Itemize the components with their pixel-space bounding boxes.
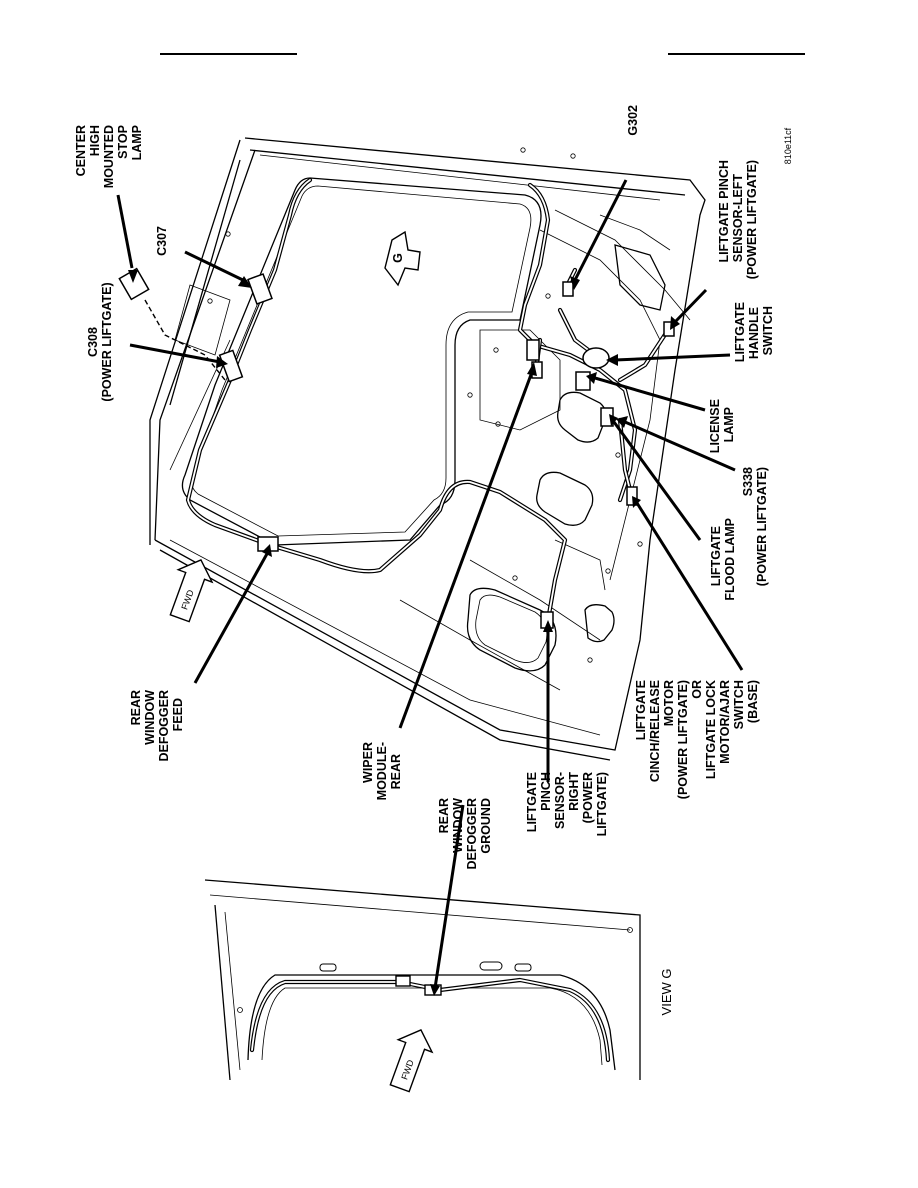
svg-text:GROUND: GROUND — [479, 798, 493, 854]
label-license-lamp: LICENSE LAMP — [708, 399, 736, 453]
svg-text:MOUNTED: MOUNTED — [102, 125, 116, 188]
svg-text:LIFTGATE: LIFTGATE — [733, 302, 747, 362]
figure-id: 810e11cf — [783, 127, 793, 164]
label-g302: G302 — [626, 105, 640, 136]
svg-text:WINDOW: WINDOW — [451, 798, 465, 853]
svg-text:LIFTGATE LOCK: LIFTGATE LOCK — [704, 680, 718, 779]
svg-text:(POWER LIFTGATE): (POWER LIFTGATE) — [755, 467, 769, 586]
svg-text:WINDOW: WINDOW — [143, 690, 157, 745]
view-g-marker: G — [384, 230, 421, 287]
label-liftgate-flood-lamp: LIFTGATE FLOOD LAMP — [709, 518, 737, 601]
svg-text:LIFTGATE: LIFTGATE — [709, 526, 723, 586]
view-marker-letter: G — [391, 253, 405, 263]
svg-text:LAMP: LAMP — [130, 125, 144, 160]
svg-text:C308: C308 — [86, 327, 100, 357]
header-rule-right — [668, 53, 805, 55]
label-s338: S338 (POWER LIFTGATE) — [741, 467, 769, 586]
view-label: VIEW G — [659, 969, 674, 1016]
leader-lines — [116, 179, 744, 996]
svg-text:WIPER: WIPER — [361, 742, 375, 783]
label-c308: C308 (POWER LIFTGATE) — [86, 282, 114, 401]
svg-text:LIFTGATE: LIFTGATE — [634, 680, 648, 740]
svg-text:CINCH/RELEASE: CINCH/RELEASE — [648, 680, 662, 782]
svg-text:SENSOR-: SENSOR- — [553, 772, 567, 829]
svg-text:STOP: STOP — [116, 125, 130, 159]
svg-text:MOTOR: MOTOR — [662, 680, 676, 726]
label-center-high-mounted-stop-lamp: CENTER HIGH MOUNTED STOP LAMP — [74, 125, 144, 188]
label-liftgate-cinch-release-motor: LIFTGATE CINCH/RELEASE MOTOR (POWER LIFT… — [634, 680, 760, 799]
svg-text:SWITCH: SWITCH — [732, 680, 746, 729]
svg-text:LIFTGATE: LIFTGATE — [525, 772, 539, 832]
fwd-arrow-inset: FWD — [389, 1029, 434, 1093]
svg-text:(POWER LIFTGATE): (POWER LIFTGATE) — [745, 160, 759, 279]
svg-text:LAMP: LAMP — [722, 407, 736, 442]
svg-text:C307: C307 — [155, 226, 169, 256]
svg-text:(POWER LIFTGATE): (POWER LIFTGATE) — [676, 680, 690, 799]
fwd-arrow-main: FWD — [169, 559, 214, 623]
svg-text:REAR: REAR — [129, 690, 143, 725]
header-rule-left — [160, 53, 297, 55]
svg-text:HIGH: HIGH — [88, 125, 102, 156]
svg-text:FEED: FEED — [171, 698, 185, 731]
label-c307: C307 — [155, 226, 169, 256]
svg-text:G302: G302 — [626, 105, 640, 136]
label-rear-window-defogger-ground: REAR WINDOW DEFOGGER GROUND — [437, 798, 493, 870]
svg-text:CENTER: CENTER — [74, 125, 88, 176]
label-liftgate-pinch-sensor-right: LIFTGATE PINCH SENSOR- RIGHT (POWER LIFT… — [525, 772, 609, 837]
svg-text:S338: S338 — [741, 467, 755, 496]
view-g-inset — [204, 879, 641, 1081]
svg-text:FLOOD LAMP: FLOOD LAMP — [723, 518, 737, 601]
svg-text:DEFOGGER: DEFOGGER — [157, 690, 171, 762]
svg-text:REAR: REAR — [437, 798, 451, 833]
svg-text:MODULE-: MODULE- — [375, 742, 389, 800]
svg-text:REAR: REAR — [389, 754, 403, 789]
svg-text:(POWER: (POWER — [581, 772, 595, 823]
svg-text:DEFOGGER: DEFOGGER — [465, 798, 479, 870]
svg-text:OR: OR — [690, 680, 704, 699]
label-rear-window-defogger-feed: REAR WINDOW DEFOGGER FEED — [129, 690, 185, 762]
svg-text:LICENSE: LICENSE — [708, 399, 722, 453]
svg-text:RIGHT: RIGHT — [567, 772, 581, 811]
svg-text:MOTOR/AJAR: MOTOR/AJAR — [718, 680, 732, 764]
svg-text:HANDLE: HANDLE — [747, 307, 761, 359]
label-liftgate-handle-switch: LIFTGATE HANDLE SWITCH — [733, 302, 775, 362]
svg-text:SENSOR-LEFT: SENSOR-LEFT — [731, 174, 745, 263]
svg-text:PINCH: PINCH — [539, 772, 553, 811]
svg-text:LIFTGATE PINCH: LIFTGATE PINCH — [717, 160, 731, 263]
svg-text:SWITCH: SWITCH — [761, 306, 775, 355]
label-wiper-module-rear: WIPER MODULE- REAR — [361, 742, 403, 800]
label-liftgate-pinch-sensor-left: LIFTGATE PINCH SENSOR-LEFT (POWER LIFTGA… — [717, 160, 759, 279]
svg-text:LIFTGATE): LIFTGATE) — [595, 772, 609, 836]
svg-text:(POWER LIFTGATE): (POWER LIFTGATE) — [100, 282, 114, 401]
svg-text:(BASE): (BASE) — [746, 680, 760, 723]
